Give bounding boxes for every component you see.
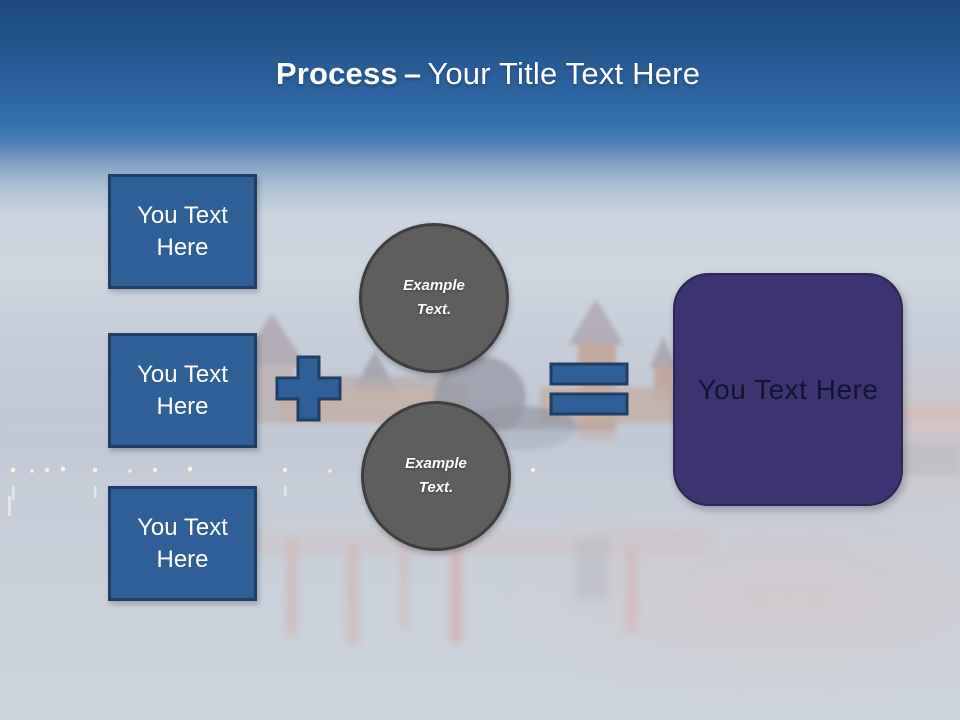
example-circle-1-label: Example Text.: [403, 277, 465, 318]
slide-title[interactable]: Process–Your Title Text Here: [8, 56, 960, 92]
input-box-3[interactable]: You Text Here: [108, 486, 257, 601]
result-box-label: You Text Here: [697, 373, 879, 405]
input-box-1-label: You Text Here: [137, 202, 228, 261]
slide-title-text: Your Title Text Here: [427, 56, 701, 91]
water-reflections: [250, 530, 710, 645]
plus-icon: [275, 355, 342, 422]
result-box[interactable]: You Text Here: [673, 273, 903, 506]
example-circle-2-label: Example Text.: [405, 455, 467, 496]
input-box-2-label: You Text Here: [137, 361, 228, 420]
slide-title-keyword: Process: [275, 56, 398, 91]
input-box-1[interactable]: You Text Here: [108, 174, 257, 289]
example-circle-2[interactable]: Example Text.: [361, 401, 511, 551]
input-box-2[interactable]: You Text Here: [108, 333, 257, 448]
example-circle-1[interactable]: Example Text.: [359, 223, 509, 373]
slide-title-dash: –: [403, 56, 422, 91]
input-box-3-label: You Text Here: [137, 514, 228, 573]
equals-icon: [549, 362, 629, 416]
